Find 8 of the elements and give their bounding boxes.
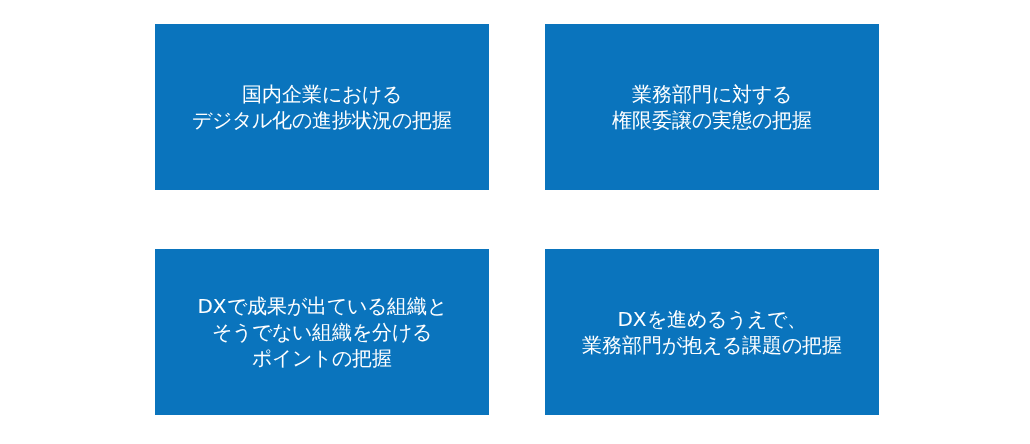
process-box [155, 249, 489, 415]
box-label: DXで成果が出ている組織とそうでない組織を分けるポイントの把握 [197, 293, 447, 371]
process-box [545, 249, 879, 415]
process-box [155, 24, 489, 190]
box-label: 業務部門に対する権限委譲の実態の把握 [612, 81, 812, 133]
process-box [545, 24, 879, 190]
box-label: DXを進めるうえで、業務部門が抱える課題の把握 [582, 306, 842, 358]
box-label: 国内企業におけるデジタル化の進捗状況の把握 [192, 81, 452, 133]
